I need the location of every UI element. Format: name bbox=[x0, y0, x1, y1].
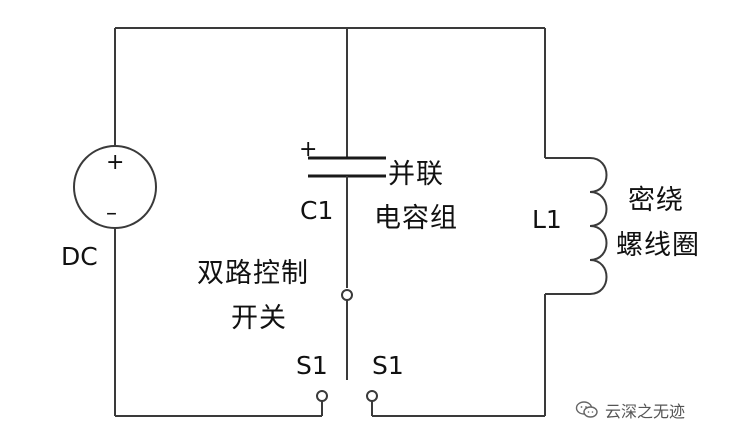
inductor-coil bbox=[589, 157, 608, 295]
switch-left-terminal bbox=[316, 390, 328, 402]
source-minus-sign: – bbox=[106, 201, 117, 226]
switch-pivot bbox=[341, 289, 353, 301]
inductor-label: L1 bbox=[532, 205, 562, 234]
source-plus-sign: + bbox=[106, 150, 125, 175]
source-label: DC bbox=[61, 242, 98, 271]
watermark-text: 云深之无迹 bbox=[605, 402, 686, 421]
switch-description-line2: 开关 bbox=[231, 303, 287, 334]
wechat-bubble-icon bbox=[575, 401, 598, 418]
inductor-description-line1: 密绕 bbox=[628, 185, 684, 216]
switch-description-line1: 双路控制 bbox=[197, 258, 309, 289]
capacitor-description-line2: 电容组 bbox=[374, 203, 458, 234]
switch-right-terminal bbox=[366, 390, 378, 402]
watermark: 云深之无迹 bbox=[575, 398, 685, 422]
inductor-description-line2: 螺线圈 bbox=[616, 230, 700, 261]
capacitor-plus-sign: + bbox=[299, 137, 318, 162]
switch-right-terminal-label: S1 bbox=[372, 351, 404, 380]
switch-left-terminal-label: S1 bbox=[296, 351, 328, 380]
capacitor-label: C1 bbox=[300, 196, 334, 225]
capacitor-description-line1: 并联 bbox=[388, 159, 444, 190]
dc-source-symbol bbox=[73, 145, 157, 229]
